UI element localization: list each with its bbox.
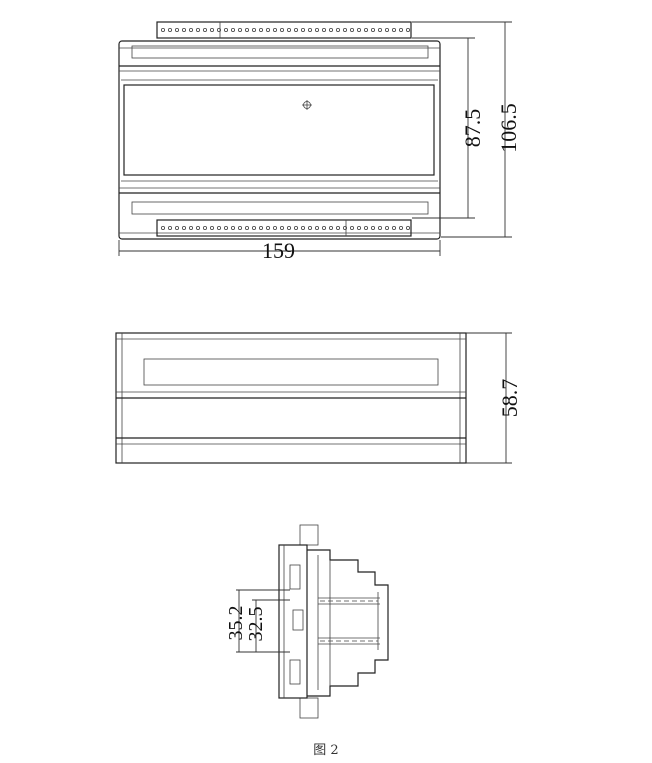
terminal-pin bbox=[188, 225, 193, 230]
terminal-pin bbox=[300, 225, 305, 230]
terminal-pin bbox=[321, 225, 326, 230]
terminal-pin bbox=[405, 27, 410, 32]
terminal-pin bbox=[202, 27, 207, 32]
terminal-pin bbox=[223, 27, 228, 32]
terminal-pin bbox=[279, 27, 284, 32]
terminal-pin bbox=[202, 225, 207, 230]
terminal-pin bbox=[195, 225, 200, 230]
top-terminal-pins bbox=[160, 27, 410, 32]
terminal-pin bbox=[160, 27, 165, 32]
terminal-pin bbox=[195, 27, 200, 32]
terminal-pin bbox=[160, 225, 165, 230]
rail-width-dimension-label: 35.2 bbox=[225, 606, 247, 641]
terminal-pin bbox=[167, 27, 172, 32]
side-view: 58.7 bbox=[115, 332, 522, 464]
terminal-pin bbox=[307, 225, 312, 230]
terminal-pin bbox=[391, 27, 396, 32]
terminal-pin bbox=[230, 27, 235, 32]
figure-caption: 图 2 bbox=[313, 743, 338, 758]
depth-dimension-label: 58.7 bbox=[497, 379, 522, 418]
terminal-pin bbox=[335, 27, 340, 32]
terminal-pin bbox=[237, 225, 242, 230]
terminal-pin bbox=[181, 225, 186, 230]
terminal-pin bbox=[286, 225, 291, 230]
terminal-pin bbox=[384, 27, 389, 32]
terminal-pin bbox=[272, 27, 277, 32]
terminal-pin bbox=[216, 225, 221, 230]
terminal-pin bbox=[342, 225, 347, 230]
width-dimension-label: 159 bbox=[262, 238, 295, 263]
terminal-pin bbox=[405, 225, 410, 230]
terminal-pin bbox=[251, 27, 256, 32]
terminal-pin bbox=[391, 225, 396, 230]
terminal-pin bbox=[293, 27, 298, 32]
outer-height-dimension-label: 106.5 bbox=[496, 103, 521, 153]
terminal-pin bbox=[265, 27, 270, 32]
terminal-pin bbox=[328, 27, 333, 32]
terminal-pin bbox=[258, 27, 263, 32]
terminal-pin bbox=[265, 225, 270, 230]
terminal-pin bbox=[174, 225, 179, 230]
terminal-pin bbox=[307, 27, 312, 32]
terminal-pin bbox=[349, 27, 354, 32]
terminal-pin bbox=[335, 225, 340, 230]
bottom-terminal-pins bbox=[160, 225, 410, 230]
terminal-pin bbox=[209, 27, 214, 32]
top-view: 159 87.5 106.5 bbox=[118, 21, 521, 263]
terminal-pin bbox=[314, 225, 319, 230]
terminal-pin bbox=[293, 225, 298, 230]
terminal-pin bbox=[342, 27, 347, 32]
terminal-pin bbox=[356, 27, 361, 32]
rail-inner-dimension-label: 32.5 bbox=[245, 607, 267, 642]
terminal-pin bbox=[370, 27, 375, 32]
terminal-pin bbox=[188, 27, 193, 32]
end-view: 35.2 32.5 bbox=[225, 524, 389, 719]
terminal-pin bbox=[244, 27, 249, 32]
terminal-pin bbox=[286, 27, 291, 32]
terminal-pin bbox=[300, 27, 305, 32]
terminal-pin bbox=[251, 225, 256, 230]
terminal-pin bbox=[244, 225, 249, 230]
terminal-pin bbox=[377, 27, 382, 32]
terminal-pin bbox=[181, 27, 186, 32]
terminal-pin bbox=[167, 225, 172, 230]
inner-height-dimension-label: 87.5 bbox=[460, 109, 485, 148]
terminal-pin bbox=[237, 27, 242, 32]
terminal-pin bbox=[328, 225, 333, 230]
terminal-pin bbox=[356, 225, 361, 230]
terminal-pin bbox=[370, 225, 375, 230]
terminal-pin bbox=[209, 225, 214, 230]
terminal-pin bbox=[174, 27, 179, 32]
terminal-pin bbox=[398, 225, 403, 230]
terminal-pin bbox=[349, 225, 354, 230]
terminal-pin bbox=[377, 225, 382, 230]
terminal-pin bbox=[279, 225, 284, 230]
terminal-pin bbox=[321, 27, 326, 32]
terminal-pin bbox=[314, 27, 319, 32]
terminal-pin bbox=[363, 225, 368, 230]
terminal-pin bbox=[230, 225, 235, 230]
terminal-pin bbox=[216, 27, 221, 32]
terminal-pin bbox=[272, 225, 277, 230]
terminal-pin bbox=[223, 225, 228, 230]
terminal-pin bbox=[398, 27, 403, 32]
terminal-pin bbox=[384, 225, 389, 230]
terminal-pin bbox=[258, 225, 263, 230]
terminal-pin bbox=[363, 27, 368, 32]
